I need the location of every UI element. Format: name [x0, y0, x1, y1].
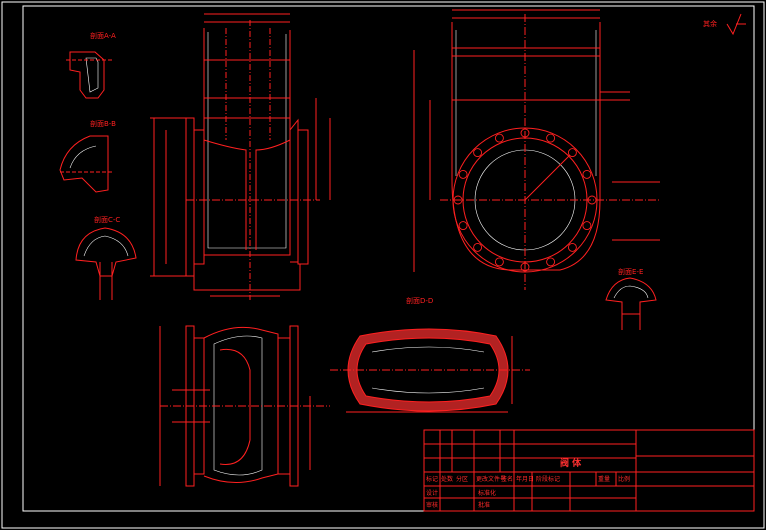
title-block-cell: 更改文件号: [476, 476, 507, 483]
bolt-hole: [494, 257, 504, 267]
section-b-b-label: 剖面B-B: [90, 120, 116, 128]
title-block-cell: 处数: [441, 476, 454, 483]
section-a-a-label: 剖面A-A: [90, 32, 116, 40]
bolt-hole: [582, 169, 592, 179]
bolt-hole: [546, 133, 556, 143]
title-block-cell: 设计: [426, 490, 439, 497]
bolt-hole: [473, 148, 483, 158]
bolt-hole: [520, 128, 530, 138]
section-c-c-label: 剖面C-C: [94, 216, 121, 224]
side-view: [413, 9, 660, 290]
roughness-symbol-icon: [726, 13, 746, 36]
bolt-hole: [567, 148, 577, 158]
title-block-cell: 标准化: [478, 490, 497, 497]
section-c-c-view: [75, 227, 137, 300]
title-block-cell: 批准: [478, 502, 491, 509]
drawing-border: [22, 5, 755, 512]
bolt-hole: [453, 195, 463, 205]
title-block-cell: 审核: [426, 502, 439, 509]
bolt-hole: [567, 242, 577, 252]
title-block-cell: 年月日: [516, 476, 535, 483]
section-a-a-view: [66, 51, 112, 99]
title-block-cell: 签名: [501, 476, 514, 483]
bolt-hole: [473, 242, 483, 252]
title-block-cell: 阶段标记: [536, 476, 561, 483]
roughness-note: 其余: [703, 20, 717, 28]
front-view: [150, 13, 331, 300]
title-block-cell: 标记: [426, 476, 439, 483]
title-block: [423, 429, 755, 512]
section-e-e-view: [605, 277, 657, 330]
section-d-d-view: [330, 328, 530, 413]
bolt-hole: [458, 221, 468, 231]
part-title: 阀 体: [560, 459, 582, 469]
bottom-section-view: [159, 325, 330, 487]
bolt-hole: [494, 133, 504, 143]
section-e-e-label: 剖面E-E: [618, 268, 644, 276]
title-block-cell: 比例: [618, 476, 631, 483]
section-d-d-label: 剖面D-D: [406, 297, 434, 305]
bolt-hole: [582, 221, 592, 231]
bolt-hole: [587, 195, 597, 205]
title-block-cell: 分区: [456, 476, 469, 483]
bolt-hole: [546, 257, 556, 267]
title-block-cell: 重量: [598, 476, 611, 483]
bolt-holes: [453, 128, 597, 272]
bolt-hole: [458, 169, 468, 179]
bolt-hole: [520, 262, 530, 272]
section-b-b-view: [59, 135, 112, 193]
